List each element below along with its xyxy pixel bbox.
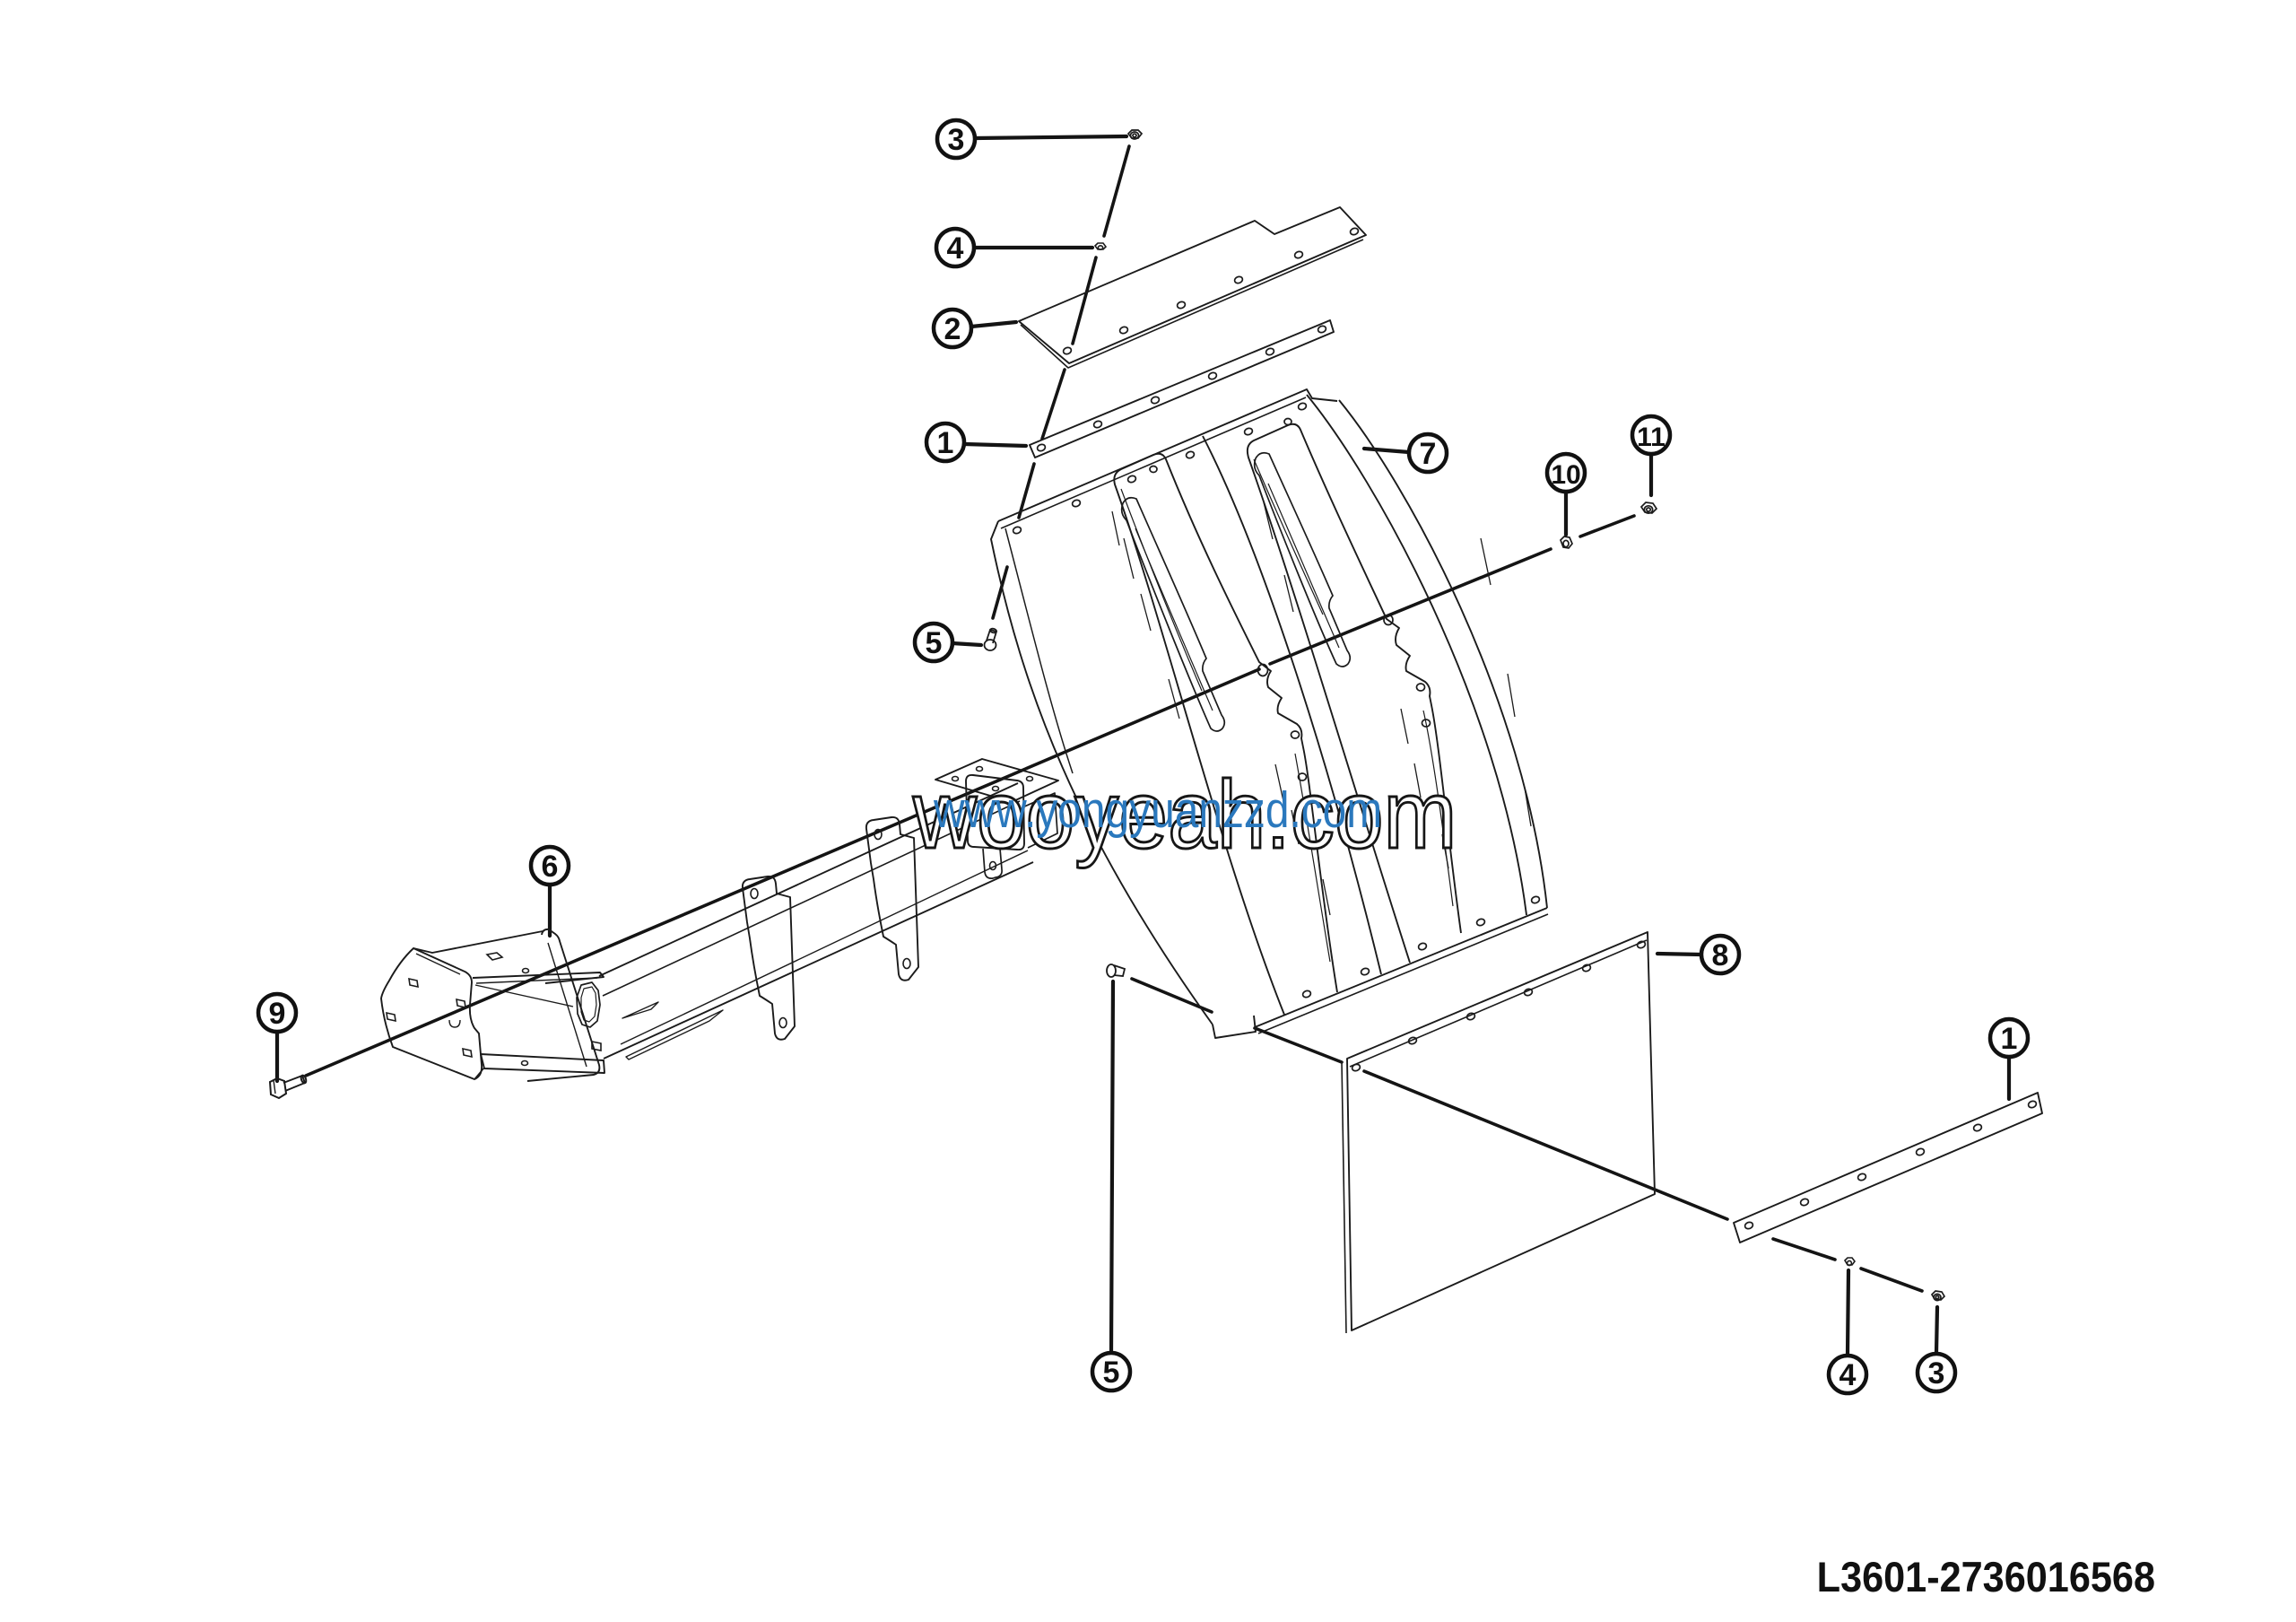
- svg-text:4: 4: [947, 231, 964, 266]
- svg-text:8: 8: [1712, 938, 1729, 972]
- svg-text:3: 3: [948, 123, 965, 157]
- svg-text:2: 2: [944, 312, 961, 346]
- svg-text:wooyeah.com: wooyeah.com: [912, 761, 1457, 868]
- svg-text:L3601-2736016568: L3601-2736016568: [1817, 1553, 2155, 1600]
- svg-text:3: 3: [1928, 1356, 1945, 1391]
- svg-text:www.yongyuanzzd.com: www.yongyuanzzd.com: [933, 781, 1382, 839]
- svg-text:5: 5: [926, 626, 943, 660]
- svg-text:6: 6: [542, 850, 559, 884]
- svg-text:11: 11: [1637, 423, 1665, 452]
- svg-text:9: 9: [269, 997, 286, 1031]
- svg-text:1: 1: [937, 426, 954, 460]
- svg-text:1: 1: [2001, 1022, 2018, 1056]
- svg-text:10: 10: [1551, 460, 1580, 490]
- svg-text:4: 4: [1839, 1358, 1857, 1392]
- svg-text:7: 7: [1420, 437, 1437, 471]
- svg-text:5: 5: [1103, 1356, 1120, 1390]
